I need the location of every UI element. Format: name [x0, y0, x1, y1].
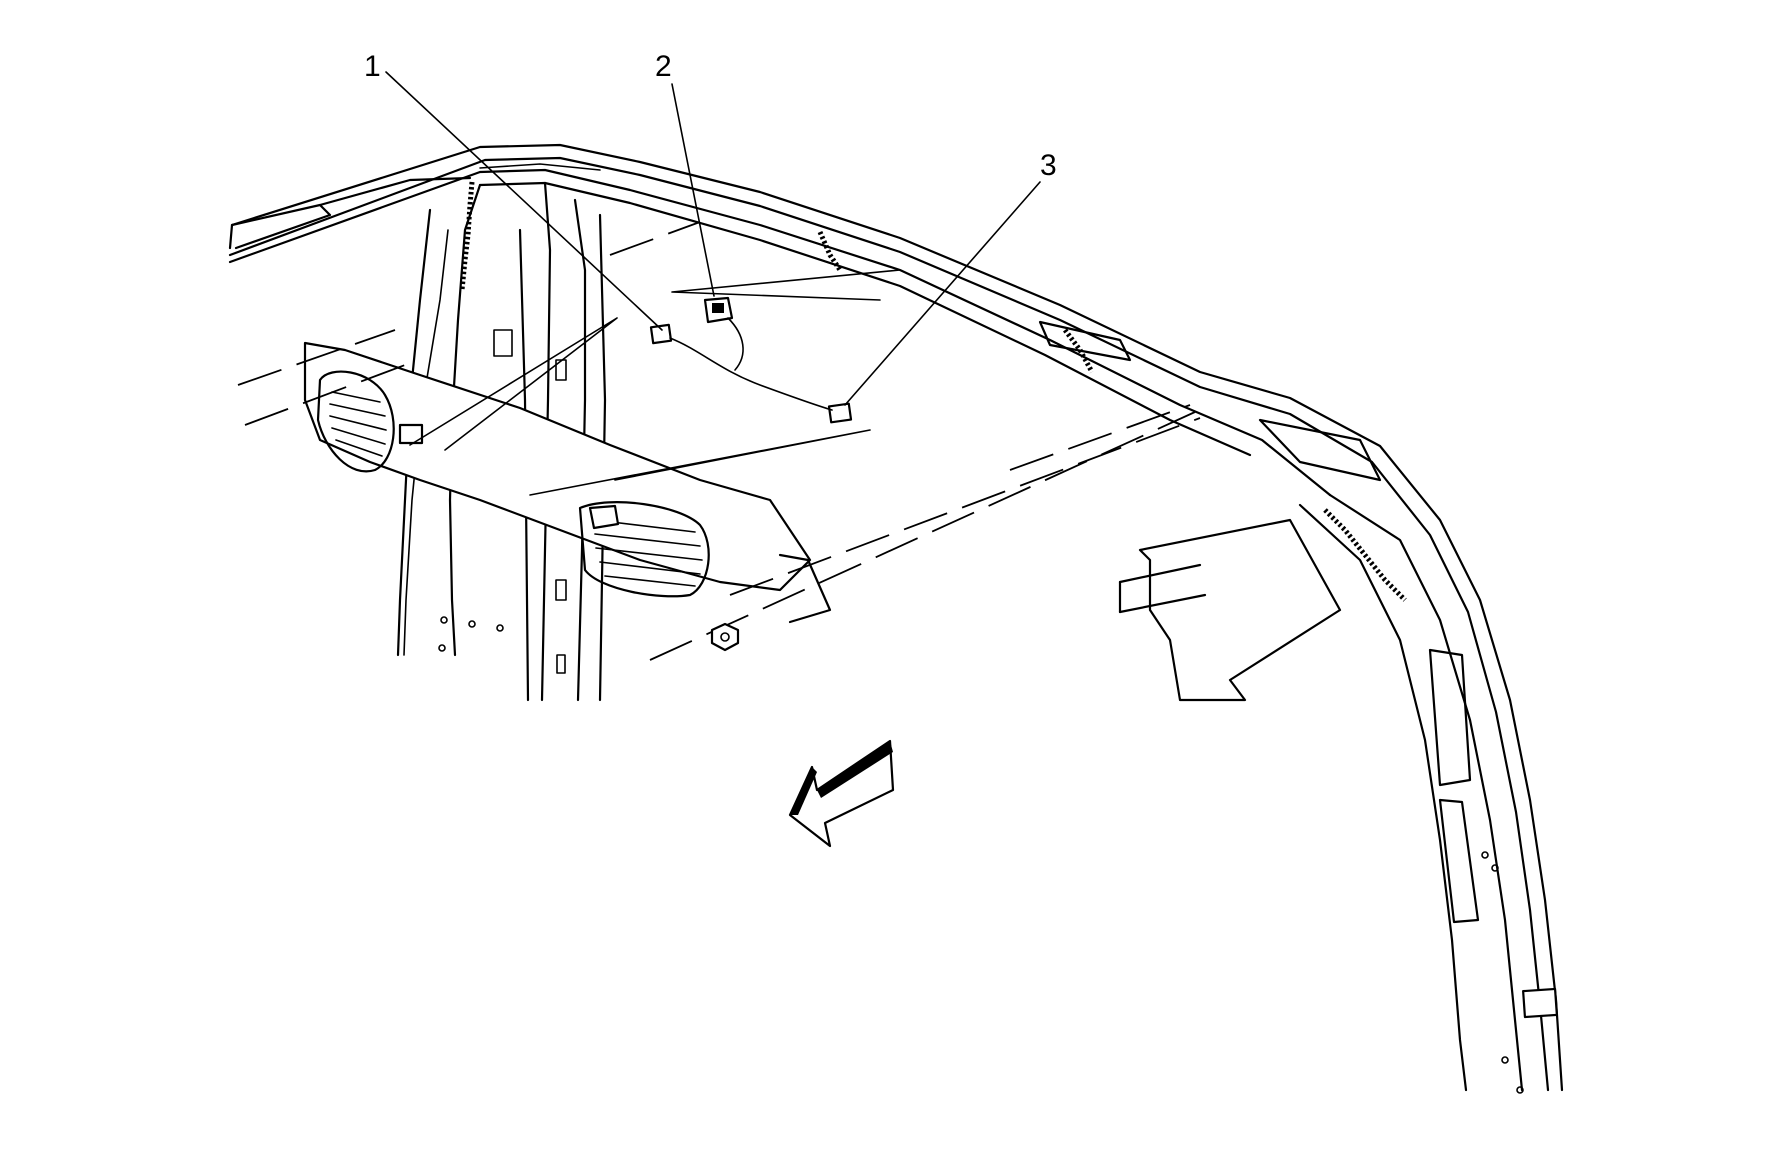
callout-leaders: [385, 71, 1041, 496]
connectors: [649, 296, 853, 424]
rear-speaker-panel: [303, 341, 832, 624]
connector-1: [649, 323, 673, 345]
roof-rail-outline: [228, 143, 1564, 1094]
front-direction-arrow: [788, 739, 895, 848]
wire-harness: [403, 163, 1407, 656]
callout-1: 1: [364, 50, 381, 83]
alignment-lines: [237, 221, 1201, 661]
callouts: 1 2 3: [364, 50, 1057, 182]
callout-2: 2: [655, 50, 672, 83]
hex-nut: [710, 622, 740, 652]
callout-3: 3: [1040, 149, 1057, 182]
connector-3: [827, 402, 853, 424]
